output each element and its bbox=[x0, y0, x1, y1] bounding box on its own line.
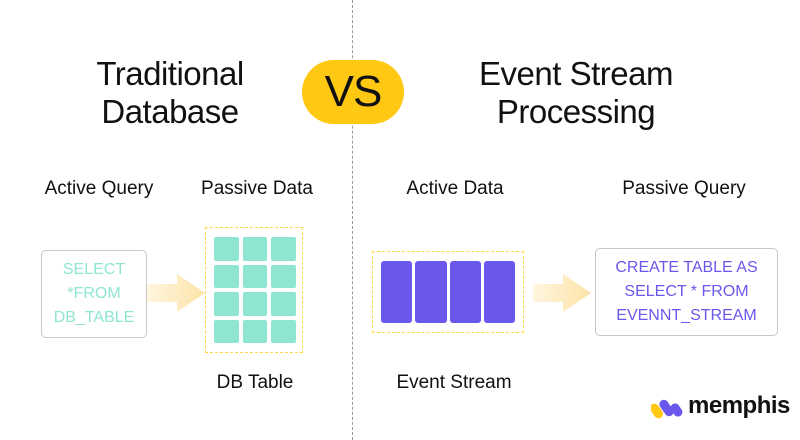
db-table-cell bbox=[242, 292, 268, 316]
db-table-cell bbox=[242, 264, 268, 288]
vs-badge: VS bbox=[302, 60, 404, 124]
db-table-cell bbox=[271, 292, 296, 316]
event-stream-box bbox=[381, 261, 515, 323]
left-query-line: DB_TABLE bbox=[53, 309, 135, 326]
left-query-line: *FROM bbox=[67, 285, 121, 302]
db-table-cell bbox=[271, 237, 296, 261]
left-title-line2: Database bbox=[101, 93, 239, 130]
center-divider bbox=[352, 0, 353, 440]
db-table-cell bbox=[242, 319, 268, 343]
db-table-grid bbox=[214, 237, 296, 343]
right-query-label: Passive Query bbox=[622, 178, 746, 199]
left-data-label: Passive Data bbox=[201, 178, 313, 199]
right-data-label: Active Data bbox=[406, 178, 504, 199]
db-table-frame bbox=[205, 227, 303, 353]
db-table-cell bbox=[271, 264, 296, 288]
right-query-line: CREATE TABLE AS bbox=[615, 259, 758, 276]
db-table-cell bbox=[214, 319, 239, 343]
right-title-line1: Event Stream bbox=[479, 55, 673, 92]
db-table-cell bbox=[242, 237, 268, 261]
right-query-line: SELECT * FROM bbox=[624, 283, 749, 300]
db-table-cell bbox=[214, 237, 239, 261]
event-stream-cell bbox=[415, 261, 447, 323]
right-query-box: CREATE TABLE AS SELECT * FROM EVENNT_STR… bbox=[595, 248, 778, 336]
event-stream-caption: Event Stream bbox=[396, 372, 512, 393]
event-stream-frame bbox=[372, 251, 524, 333]
left-query-label: Active Query bbox=[44, 178, 154, 199]
db-table-caption: DB Table bbox=[216, 372, 294, 393]
right-title-line2: Processing bbox=[496, 93, 656, 130]
left-arrow-icon bbox=[147, 274, 205, 312]
event-stream-cell bbox=[381, 261, 413, 323]
right-title: Event Stream Processing bbox=[456, 55, 696, 131]
left-query-box: SELECT *FROM DB_TABLE bbox=[41, 250, 147, 338]
left-query-line: SELECT bbox=[62, 261, 126, 278]
left-title: Traditional Database bbox=[80, 55, 260, 131]
db-table-cell bbox=[271, 319, 296, 343]
db-table-cell bbox=[214, 264, 239, 288]
db-table-cell bbox=[214, 292, 239, 316]
memphis-logo-icon bbox=[651, 399, 683, 419]
event-stream-cell bbox=[449, 261, 481, 323]
event-stream-cell bbox=[483, 261, 515, 323]
left-title-line1: Traditional bbox=[96, 55, 244, 92]
brand-name: memphis bbox=[688, 392, 790, 419]
right-arrow-icon bbox=[533, 274, 591, 312]
right-query-line: EVENNT_STREAM bbox=[616, 307, 757, 324]
